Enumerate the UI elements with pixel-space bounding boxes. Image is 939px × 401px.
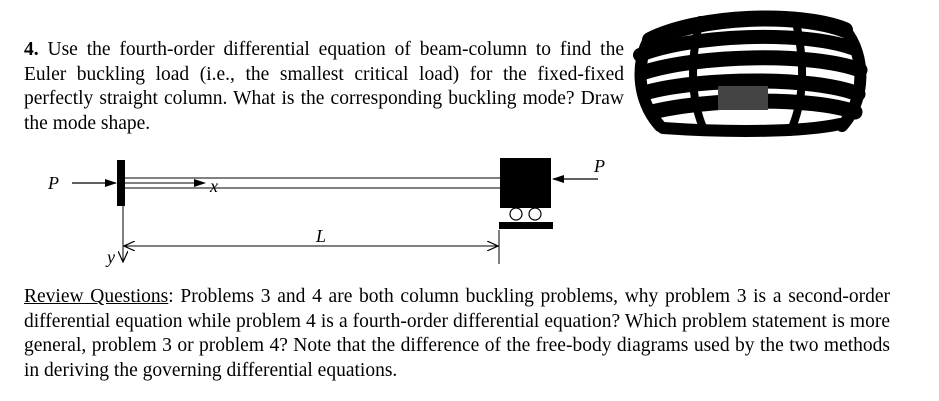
length-label: L	[315, 226, 326, 246]
y-axis-label: y	[105, 247, 115, 267]
redaction-box	[718, 86, 768, 110]
review-label: Review Questions	[24, 286, 169, 307]
right-support-block	[500, 158, 551, 208]
column-beam	[125, 177, 500, 189]
problem-text: Use the fourth-order differential equati…	[24, 39, 624, 134]
roller-ground	[499, 222, 553, 229]
load-right-label: P	[593, 156, 605, 176]
problem-4-statement: 4. Use the fourth-order differential equ…	[24, 38, 624, 136]
problem-number: 4.	[24, 39, 39, 60]
review-text: : Problems 3 and 4 are both column buckl…	[24, 286, 890, 381]
length-dimension	[124, 230, 500, 264]
scribble-redaction	[633, 10, 868, 137]
load-left-label: P	[47, 173, 59, 193]
x-axis-label: x	[209, 176, 218, 196]
roller-wheels	[509, 207, 542, 221]
left-fixed-support	[117, 160, 125, 206]
review-questions: Review Questions: Problems 3 and 4 are b…	[24, 285, 890, 383]
